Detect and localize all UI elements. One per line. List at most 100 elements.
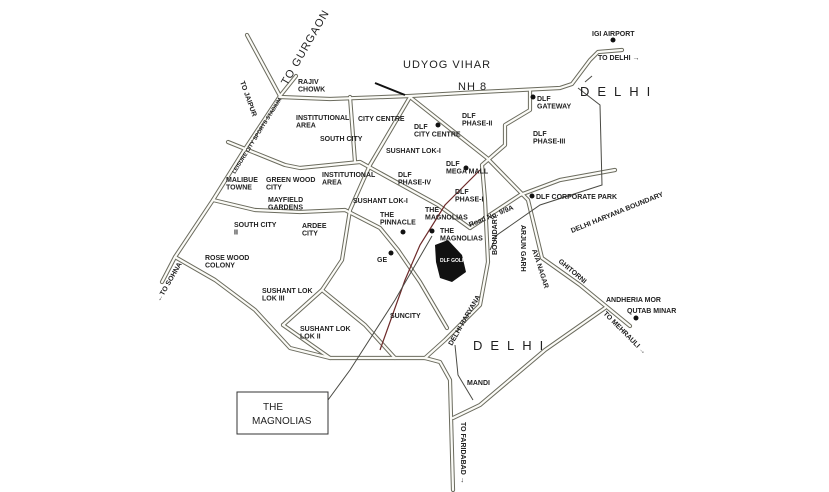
label-line: MALIBUE (226, 177, 258, 184)
label-boundary: BOUNDARY (492, 214, 499, 255)
road-to-gurgaon-inner (278, 74, 298, 98)
nh8-branch (584, 75, 593, 83)
mandi-line (454, 344, 474, 401)
label-line: SUSHANT LOK (300, 326, 351, 333)
label-line: CITY (302, 231, 318, 238)
label-to-faridabad: TO FARIDABAD → (459, 422, 466, 484)
label-line: DLF (398, 172, 412, 179)
label-line: TOWNE (226, 185, 252, 192)
label-line: THE (440, 228, 454, 235)
label-line: INSTITUTIONAL (296, 115, 350, 122)
label-line: CITY (266, 185, 282, 192)
the-pinnacle-dot (400, 229, 406, 235)
road-sushant-lok-3-inner (281, 323, 332, 360)
label-igi-airport: IGI AIRPORT (592, 31, 635, 38)
label-sushant-lok-1a: SUSHANT LOK-I (386, 148, 441, 155)
label-to-delhi: TO DELHI → (598, 55, 639, 62)
label-line: MAGNOLIAS (425, 215, 468, 222)
road-west-link-inner (226, 140, 472, 230)
label-line: II (234, 230, 238, 237)
label-qutab-minar: QUTAB MINAR (627, 308, 676, 315)
flyover-mark (374, 82, 406, 96)
label-line: DLF (414, 124, 428, 131)
road-mayfield-inner (211, 198, 449, 330)
label-line: THE (380, 212, 394, 219)
label-ge: GE (377, 257, 387, 264)
label-line: LOK III (262, 296, 285, 303)
the-magnolias-callout: THE MAGNOLIAS (236, 391, 329, 435)
label-line: SUSHANT LOK (262, 288, 313, 295)
haryana-boundary-line (489, 87, 603, 251)
label-line: GARDENS (268, 205, 303, 212)
label-line: ROSE WOOD (205, 255, 249, 262)
label-line: PHASE-II (462, 121, 492, 128)
igi-airport-dot (610, 37, 616, 43)
callout-line-2: MAGNOLIAS (252, 416, 312, 427)
label-andheria-mor: ANDHERIA MOR (606, 297, 661, 304)
label-line: PHASE-I (455, 197, 483, 204)
road-sushant-lok-2-inner (320, 288, 397, 360)
road-diagonal-dlf-inner (408, 95, 632, 328)
label-line: GATEWAY (537, 104, 572, 111)
label-line: MAYFIELD (268, 197, 303, 204)
callout-line-1: THE (263, 402, 283, 413)
dlf-mega-mall-dot (463, 165, 469, 171)
label-line: GREEN WOOD (266, 177, 315, 184)
label-line: RAJIV (298, 79, 319, 86)
dlf-gateway-dot (530, 94, 536, 100)
location-dots (388, 37, 639, 321)
road-faridabad-inner (423, 356, 455, 492)
road-nh8-inner (278, 48, 624, 101)
label-delhi-top: DELHI (580, 84, 658, 99)
label-line: DLF (533, 131, 547, 138)
callout-pointer-line (327, 235, 433, 401)
label-line: COLONY (205, 263, 235, 270)
road-golf-course-inner (468, 168, 617, 230)
road-mehrauli-gurgaon-west-inner (281, 95, 412, 327)
label-line: DLF (446, 161, 460, 168)
metro-line (379, 169, 481, 351)
dlf-corporate-park-dot (529, 193, 535, 199)
label-city-centre: CITY CENTRE (358, 116, 405, 123)
road-vertical-south-city-inner (348, 95, 357, 164)
label-mandi: MANDI (467, 380, 490, 387)
label-dlf-corporate-park: DLF CORPORATE PARK (536, 194, 617, 201)
label-line: PHASE-IV (398, 180, 431, 187)
roads (159, 32, 633, 492)
label-line: INSTITUTIONAL (322, 172, 376, 179)
the-magnolias-dot (429, 228, 435, 234)
label-line: CHOWK (298, 87, 325, 94)
road-boundary-inner (423, 88, 532, 360)
label-line: SOUTH CITY (234, 222, 277, 229)
label-line: PINNACLE (380, 220, 416, 227)
dlf-city-centre-dot (435, 122, 441, 128)
label-line: THE (425, 207, 439, 214)
label-suncity: SUNCITY (390, 313, 421, 320)
qutab-minar-dot (633, 315, 639, 321)
ge-dot (388, 250, 394, 256)
label-nh8: NH 8 (458, 81, 487, 93)
label-line: AREA (296, 123, 316, 130)
label-line: MAGNOLIAS (440, 236, 483, 243)
road-mehrauli-inner (451, 306, 607, 420)
label-line: AREA (322, 180, 342, 187)
label-dlf-golf: DLF GOLF (440, 258, 465, 264)
label-line: CITY CENTRE (414, 132, 461, 139)
